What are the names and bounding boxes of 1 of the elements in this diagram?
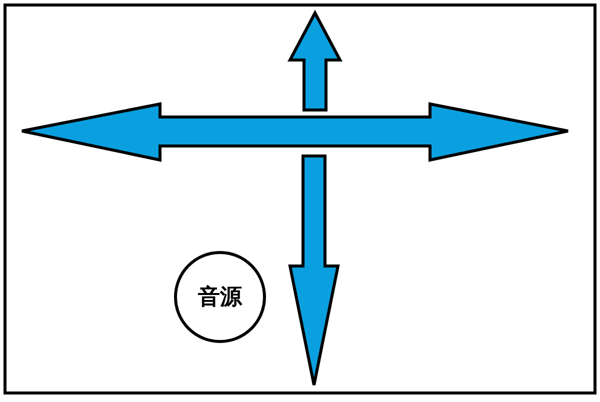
- source-circle: 音源: [174, 251, 266, 343]
